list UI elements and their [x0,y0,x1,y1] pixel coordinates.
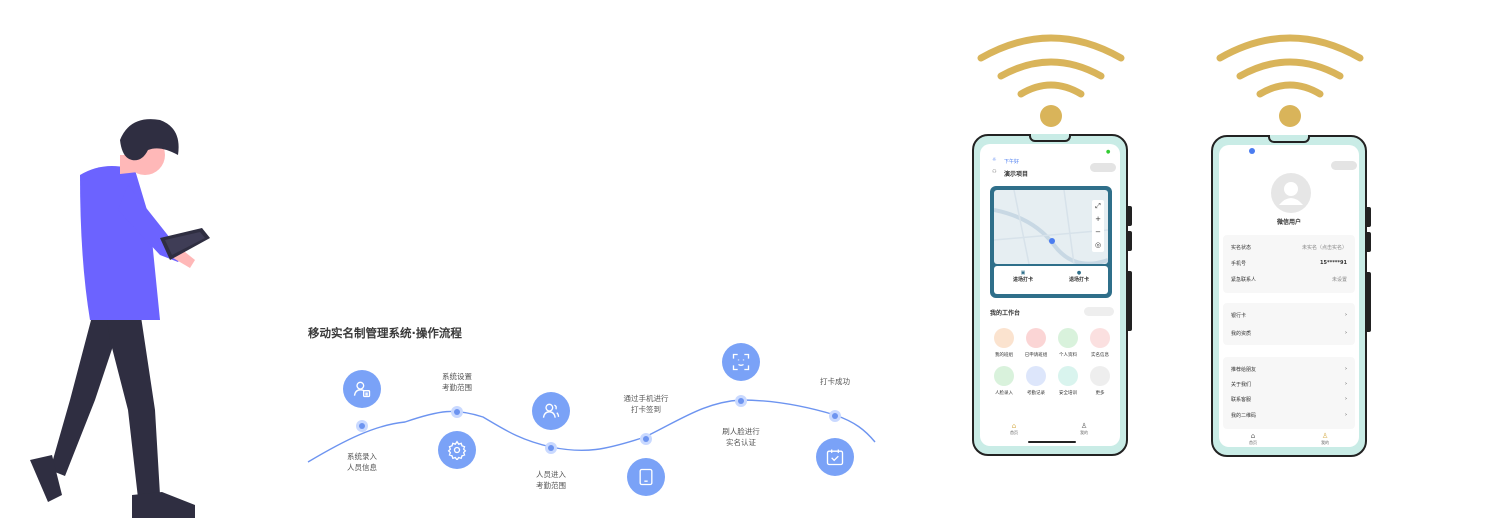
step-2-gear-icon [438,431,476,469]
chevron-right-icon: › [1345,412,1347,418]
person-icon: ♙ [1080,422,1088,430]
step-1-user-card-icon [343,370,381,408]
row-support[interactable]: 联系客服› [1231,396,1347,403]
row-emergency-contact[interactable]: 紧急联系人未设置 [1231,276,1347,283]
phone-1-screen: ☼ 下午好 ● ⚇ 演示项目 ⤢ + − ◎ [980,144,1120,446]
grid-face-enroll[interactable]: 人脸录入 [988,366,1020,396]
avatar[interactable] [1271,173,1311,213]
step-4-tablet-icon [627,458,665,496]
step-4-label: 通过手机进行打卡签到 [623,394,669,414]
step-1-label: 系统录入人员信息 [347,452,377,472]
sun-icon: ☼ [992,157,997,163]
face-enroll-icon [994,366,1014,386]
flow-dot-3 [545,442,557,454]
checkout-icon: ● [1076,270,1082,276]
home-indicator [1028,441,1076,443]
step-3-users-icon [532,392,570,430]
flow-dot-2 [451,406,463,418]
step-2-label: 系统设置考勤范围 [442,372,472,392]
map-roads [994,190,1108,264]
step-6-calendar-check-icon [816,438,854,476]
checkin-bar: ▣ 进场打卡 ● 退场打卡 [994,266,1108,294]
username: 微信用户 [1276,219,1301,226]
map-view[interactable]: ⤢ + − ◎ [994,190,1108,264]
avatar-icon [1279,182,1303,205]
project-icon: ⚇ [992,169,997,175]
step-5-label: 刷人脸进行实名认证 [722,427,760,447]
tab-home[interactable]: ⌂ 首页 [1010,422,1018,435]
status-dot [1249,148,1255,154]
map-controls: ⤢ + − ◎ [1092,200,1104,252]
phone-home-screen: ☼ 下午好 ● ⚇ 演示项目 ⤢ + − ◎ [972,134,1132,456]
tab-home-2[interactable]: ⌂ 首页 [1249,432,1257,445]
tab-mine-2[interactable]: ♙ 我的 [1321,432,1329,445]
home-icon: ⌂ [1250,432,1256,440]
grid-profile[interactable]: 个人资料 [1052,328,1084,358]
grid-my-team[interactable]: 我的班组 [988,328,1020,358]
flow-dot-1 [356,420,368,432]
checkout-button[interactable]: ● 退场打卡 [1064,270,1094,283]
row-recommend[interactable]: 推荐给朋友› [1231,366,1347,373]
chevron-right-icon: › [1345,381,1347,387]
map-card: ⤢ + − ◎ ▣ 进场打卡 ● 退场打卡 [990,186,1112,298]
wifi-signal-icon-1 [977,34,1125,127]
capsule-menu-2[interactable] [1331,161,1357,170]
location-marker-icon [1049,238,1055,244]
wifi-signal-icon-2 [1216,34,1364,127]
flow-curve [307,399,876,463]
flow-dot-5 [735,395,747,407]
zoom-in-icon[interactable]: + [1095,215,1101,223]
more-icon [1090,366,1110,386]
zoom-out-icon[interactable]: − [1095,228,1101,236]
chevron-right-icon: › [1345,330,1347,336]
phone-1-notch [1029,134,1071,142]
greeting-text: 下午好 [1004,159,1020,165]
tab-mine[interactable]: ♙ 我的 [1080,422,1088,435]
profile-icon [1058,328,1078,348]
grid-applied-team[interactable]: 已申请班组 [1020,328,1052,358]
phone-2-notch [1268,135,1310,143]
chevron-right-icon: › [1345,396,1347,402]
row-about[interactable]: 关于我们› [1231,381,1347,388]
checkin-button[interactable]: ▣ 进场打卡 [1008,270,1038,283]
expand-icon[interactable]: ⤢ [1095,202,1101,210]
applied-icon [1026,328,1046,348]
grid-realname[interactable]: 实名信息 [1084,328,1116,358]
grid-attendance[interactable]: 考勤记录 [1020,366,1052,396]
flow-dot-6 [829,410,841,422]
realname-icon [1090,328,1110,348]
project-name[interactable]: 演示项目 [1004,171,1029,178]
row-realname-status[interactable]: 实名状态未实名（点击实名） [1231,244,1347,251]
status-indicator: ● [1106,149,1111,155]
person-with-tablet-illustration [30,119,210,518]
capsule-menu[interactable] [1090,163,1116,172]
chevron-right-icon: › [1345,366,1347,372]
grid-more[interactable]: 更多 [1084,366,1116,396]
chevron-right-icon: › [1345,312,1347,318]
step-6-label: 打卡成功 [820,377,850,386]
menu-card-1: 银行卡› 我的资质› [1223,303,1355,345]
flow-dot-4 [640,433,652,445]
flow-title: 移动实名制管理系统·操作流程 [308,326,462,340]
home-icon: ⌂ [1011,422,1017,430]
row-qualification[interactable]: 我的资质› [1231,330,1347,337]
step-5-face-scan-icon [722,343,760,381]
person-icon: ♙ [1321,432,1329,440]
grid-safety[interactable]: 安全培训 [1052,366,1084,396]
step-3-label: 人员进入考勤范围 [536,470,566,490]
row-qrcode[interactable]: 我的二维码› [1231,412,1347,419]
row-bank-card[interactable]: 银行卡› [1231,312,1347,319]
attendance-icon [1026,366,1046,386]
workbench-toggle[interactable] [1084,307,1114,316]
menu-card-2: 推荐给朋友› 关于我们› 联系客服› 我的二维码› [1223,357,1355,429]
locate-icon[interactable]: ◎ [1094,241,1102,249]
team-icon [994,328,1014,348]
checkin-icon: ▣ [1020,270,1026,276]
safety-icon [1058,366,1078,386]
workbench-title: 我的工作台 [990,310,1021,317]
